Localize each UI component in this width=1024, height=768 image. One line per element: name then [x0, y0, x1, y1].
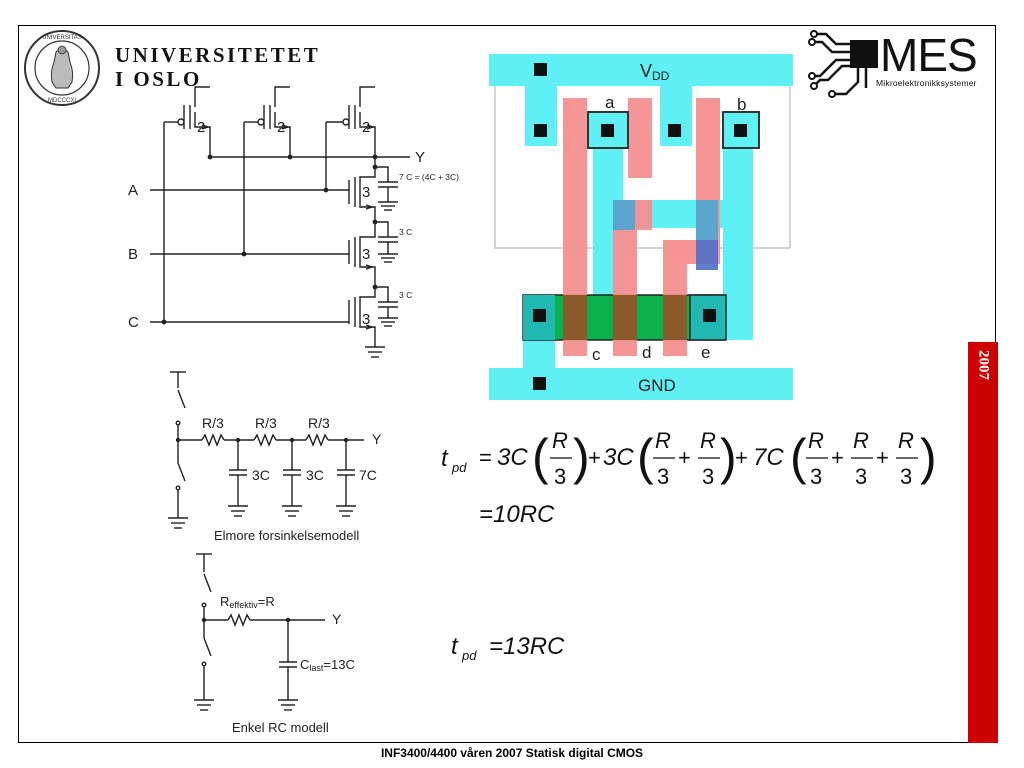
tpd-sub-2: pd: [461, 648, 477, 663]
delay-equations: t pd = 3C ( R 3 ) + 3C ( R 3 + R 3 ) + 7…: [441, 428, 937, 663]
pmos-size-2: 2: [277, 119, 285, 136]
elmore-delay-model: R/3 R/3 R/3 3C 3C 7C Y Elmore forsinkels…: [168, 371, 382, 543]
svg-text:(: (: [532, 429, 549, 485]
nmos-size-1: 3: [362, 184, 370, 201]
node-label-e: e: [701, 343, 710, 362]
result-13rc: =13RC: [489, 633, 565, 660]
university-line1: UNIVERSITETET: [115, 43, 321, 67]
svg-text:+: +: [678, 445, 691, 470]
input-label-a: A: [128, 182, 138, 199]
frac-r-4: R: [808, 428, 824, 453]
node-label-a: a: [605, 93, 615, 112]
elmore-resistor-label-1: R/3: [202, 415, 224, 431]
frac-r-2: R: [655, 428, 671, 453]
tpd-t-2: t: [451, 633, 459, 660]
r-effektiv-label: Reffektiv=R: [220, 594, 275, 610]
frac-3-3: 3: [702, 464, 714, 489]
frac-r-5: R: [853, 428, 869, 453]
svg-text:=: =: [479, 445, 492, 470]
mes-subtitle: Mikroelektronikksystemer: [876, 78, 977, 88]
svg-text:): ): [720, 429, 737, 485]
frac-3-5: 3: [855, 464, 867, 489]
tpd-sub-1: pd: [451, 460, 467, 475]
frac-3-6: 3: [900, 464, 912, 489]
cap-label-2: 3 C: [399, 227, 412, 237]
frac-r-3: R: [700, 428, 716, 453]
input-label-c: C: [128, 314, 139, 331]
input-label-b: B: [128, 246, 138, 263]
svg-text:UNIVERSITAS: UNIVERSITAS: [42, 35, 82, 41]
node-label-d: d: [642, 343, 651, 362]
svg-text:): ): [573, 429, 590, 485]
pmos-size-1: 2: [197, 119, 205, 136]
nor-gate-schematic: 2 2 2 3 3 3 A B C Y 7 C = (4C + 3C) 3 C …: [128, 86, 459, 358]
footer-text: INF3400/4400 våren 2007 Statisk digital …: [380, 746, 644, 760]
gnd-label: GND: [638, 376, 676, 395]
nmos-size-2: 3: [362, 246, 370, 263]
year-side-bar: [968, 342, 998, 743]
elmore-caption: Elmore forsinkelsemodell: [214, 528, 359, 543]
coef-1: 3C: [497, 444, 528, 471]
coef-3: 7C: [753, 444, 784, 471]
svg-text:+: +: [735, 445, 748, 470]
coef-2: 3C: [603, 444, 634, 471]
university-line2: I OSLO: [115, 67, 202, 91]
rc-output-y: Y: [332, 611, 342, 627]
pmos-size-3: 2: [362, 119, 370, 136]
svg-text:+: +: [831, 445, 844, 470]
university-name: UNIVERSITETET I OSLO: [115, 43, 320, 91]
frac-3-1: 3: [554, 464, 566, 489]
cap-label-3: 3 C: [399, 290, 412, 300]
mes-logo-text: MES: [880, 29, 978, 81]
cap-label-1: 7 C = (4C + 3C): [399, 172, 459, 182]
university-seal-icon: UNIVERSITAS MDCCCXI: [24, 30, 100, 106]
svg-text:): ): [920, 429, 937, 485]
frac-r-1: R: [552, 428, 568, 453]
svg-text:MDCCCXI: MDCCCXI: [48, 98, 76, 104]
result-10rc: =10RC: [479, 501, 555, 528]
elmore-resistor-label-3: R/3: [308, 415, 330, 431]
elmore-output-y: Y: [372, 431, 382, 447]
mes-chip-icon: [808, 30, 878, 98]
year-label: 2007: [975, 350, 992, 380]
tpd-t-1: t: [441, 445, 449, 472]
elmore-cap-label-3: 7C: [359, 467, 377, 483]
c-last-label: Clast=13C: [300, 657, 355, 673]
frac-3-2: 3: [657, 464, 669, 489]
vdd-label: VDD: [640, 61, 670, 83]
elmore-resistor-label-2: R/3: [255, 415, 277, 431]
svg-text:+: +: [588, 445, 601, 470]
elmore-cap-label-2: 3C: [306, 467, 324, 483]
output-label-y: Y: [415, 149, 425, 166]
node-label-c: c: [592, 345, 601, 364]
rc-caption: Enkel RC modell: [232, 720, 329, 735]
svg-text:(: (: [637, 429, 654, 485]
svg-text:+: +: [876, 445, 889, 470]
nmos-size-3: 3: [362, 311, 370, 328]
simple-rc-model: Reffektiv=R Clast=13C Y Enkel RC modell: [194, 553, 355, 735]
svg-text:(: (: [790, 429, 807, 485]
elmore-cap-label-1: 3C: [252, 467, 270, 483]
node-label-b: b: [737, 95, 746, 114]
gate-layout-diagram: VDD GND a b c d e: [489, 54, 793, 400]
frac-3-4: 3: [810, 464, 822, 489]
frac-r-6: R: [898, 428, 914, 453]
